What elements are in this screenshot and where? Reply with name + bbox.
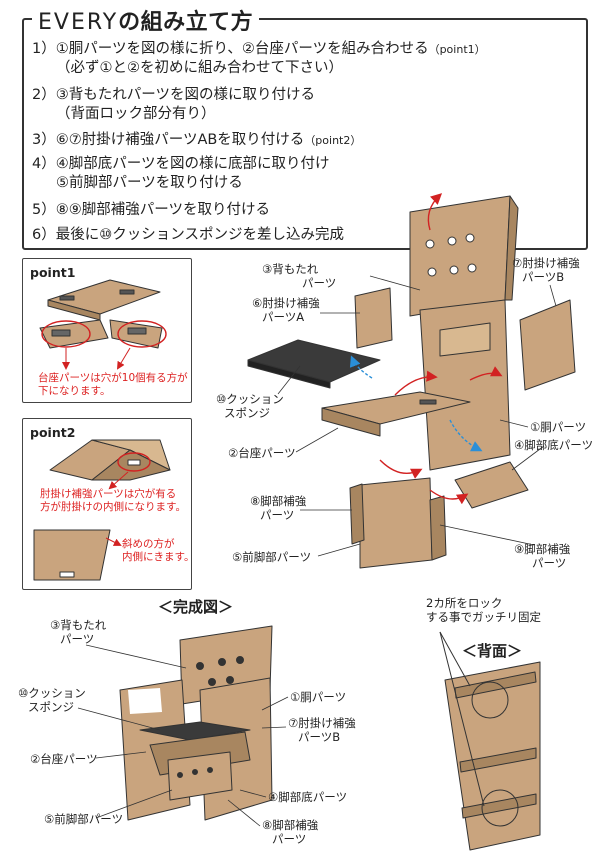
label-line: ⑧脚部補強 — [262, 818, 319, 832]
label-line: ⑦肘掛け補強 — [512, 256, 580, 270]
step-note: （point2） — [304, 134, 362, 147]
completed-chair-illustration — [119, 625, 273, 821]
step-text-2: （必ず①と②を初めに組み合わせて下さい） — [56, 60, 343, 76]
completed-label-leg-reinf-8: ⑧脚部補強パーツ — [262, 818, 318, 846]
label-line: パーツ — [532, 556, 567, 570]
label-cushion: ⑩クッションスポンジ — [216, 392, 284, 420]
label-leg-reinf-9: ⑨脚部補強パーツ — [514, 542, 570, 570]
point1-note-line2: 下になります。 — [38, 385, 111, 397]
brand-name: EVERY — [38, 10, 119, 35]
step-1: 1）①胴パーツを図の様に折り、②台座パーツを組み合わせる（point1） （必ず①… — [32, 40, 486, 78]
completed-heading: ＜完成図＞ — [158, 598, 234, 616]
point2-note2-line1: 斜めの方が — [122, 538, 175, 550]
completed-label-armrest-b: ⑦肘掛け補強パーツB — [288, 716, 356, 744]
steps-box — [22, 18, 588, 250]
back-view-note-line2: する事でガッチリ固定 — [426, 610, 541, 624]
step-text: ④脚部底パーツを図の様に底部に取り付け — [55, 156, 330, 172]
label-line: パーツ — [272, 832, 307, 846]
step-number: 3） — [32, 132, 56, 148]
step-number: 2） — [32, 87, 56, 103]
label-front-leg: ⑤前脚部パーツ — [232, 550, 312, 564]
point2-title: point2 — [30, 425, 76, 440]
point1-illustration — [39, 279, 167, 370]
point2-note-line1: 肘掛け補強パーツは穴が有る — [40, 488, 177, 500]
step-5: 5）⑧⑨脚部補強パーツを取り付ける — [32, 201, 270, 220]
back-view-note-line1: 2カ所をロック — [426, 596, 503, 610]
point2-note2: 斜めの方が内側にきます。 — [122, 538, 194, 564]
step-note: （point1） — [428, 43, 486, 56]
step-text-2: （背面ロック部分有り） — [56, 106, 216, 122]
label-line: ⑧脚部補強 — [250, 494, 307, 508]
label-leg-reinf-8: ⑧脚部補強パーツ — [250, 494, 306, 522]
point2-panel — [22, 418, 192, 590]
exploded-chair-illustration — [247, 195, 576, 569]
label-torso: ①胴パーツ — [530, 420, 587, 434]
step-2: 2）③背もたれパーツを図の様に取り付ける （背面ロック部分有り） — [32, 86, 315, 124]
point1-note: 台座パーツは穴が10個有る方が下になります。 — [38, 372, 188, 398]
label-line: パーツ — [260, 508, 295, 522]
point1-title: point1 — [30, 265, 76, 280]
point2-note: 肘掛け補強パーツは穴が有る方が肘掛けの内側になります。 — [40, 488, 186, 514]
step-6: 6）最後に⑩クッションスポンジを差し込み完成 — [32, 226, 344, 245]
label-line: パーツB — [298, 730, 341, 744]
label-line: パーツ — [60, 632, 95, 646]
completed-label-seat: ②台座パーツ — [30, 752, 98, 766]
label-line: ⑩クッション — [18, 686, 86, 700]
step-number: 6） — [32, 227, 56, 243]
label-line: パーツB — [522, 270, 565, 284]
back-view-note: 2カ所をロックする事でガッチリ固定 — [426, 596, 541, 624]
step-number: 1） — [32, 41, 56, 57]
step-3: 3）⑥⑦肘掛け補強パーツABを取り付ける（point2） — [32, 131, 361, 150]
back-view-heading: ＜背面＞ — [462, 642, 523, 660]
label-armrest-a: ⑥肘掛け補強パーツA — [252, 296, 320, 324]
label-leg-base: ④脚部底パーツ — [514, 438, 594, 452]
step-text-2: ⑤前脚部パーツを取り付ける — [56, 175, 243, 191]
point2-illustration — [33, 439, 171, 581]
completed-label-backrest: ③背もたれパーツ — [50, 618, 106, 646]
completed-label-torso: ①胴パーツ — [290, 690, 347, 704]
step-text: ⑧⑨脚部補強パーツを取り付ける — [55, 202, 270, 218]
step-number: 5） — [32, 202, 56, 218]
label-line: ⑩クッション — [216, 392, 284, 406]
title-suffix: の組み立て方 — [118, 10, 254, 35]
point2-note-line2: 方が肘掛けの内側になります。 — [40, 501, 186, 513]
label-line: スポンジ — [224, 406, 270, 420]
completed-label-leg-base: ④脚部底パーツ — [268, 790, 348, 804]
label-seat: ②台座パーツ — [228, 446, 296, 460]
label-armrest-b: ⑦肘掛け補強パーツB — [512, 256, 580, 284]
label-line: スポンジ — [28, 700, 74, 714]
step-number: 4） — [32, 156, 56, 172]
label-line: ⑨脚部補強 — [514, 542, 571, 556]
step-text: ③背もたれパーツを図の様に取り付ける — [55, 87, 315, 103]
completed-label-cushion: ⑩クッションスポンジ — [18, 686, 86, 714]
label-line: ③背もたれ — [50, 618, 107, 632]
back-view-illustration — [439, 631, 541, 851]
completed-label-front-leg: ⑤前脚部パーツ — [44, 812, 124, 826]
step-4: 4）④脚部底パーツを図の様に底部に取り付け ⑤前脚部パーツを取り付ける — [32, 155, 329, 193]
label-backrest: ③背もたれパーツ — [262, 262, 336, 290]
step-text: 最後に⑩クッションスポンジを差し込み完成 — [55, 227, 344, 243]
label-line: パーツA — [262, 310, 305, 324]
label-line: パーツ — [302, 276, 337, 290]
point1-note-line1: 台座パーツは穴が10個有る方が — [38, 372, 188, 384]
label-line: ⑥肘掛け補強 — [252, 296, 320, 310]
step-text: ①胴パーツを図の様に折り、②台座パーツを組み合わせる — [55, 41, 429, 57]
page-title: EVERYの組み立て方 — [32, 4, 260, 36]
label-line: ⑦肘掛け補強 — [288, 716, 356, 730]
step-text: ⑥⑦肘掛け補強パーツABを取り付ける — [55, 132, 305, 148]
label-line: ③背もたれ — [262, 262, 319, 276]
point1-panel — [22, 258, 192, 403]
point2-note2-line2: 内側にきます。 — [122, 551, 195, 563]
